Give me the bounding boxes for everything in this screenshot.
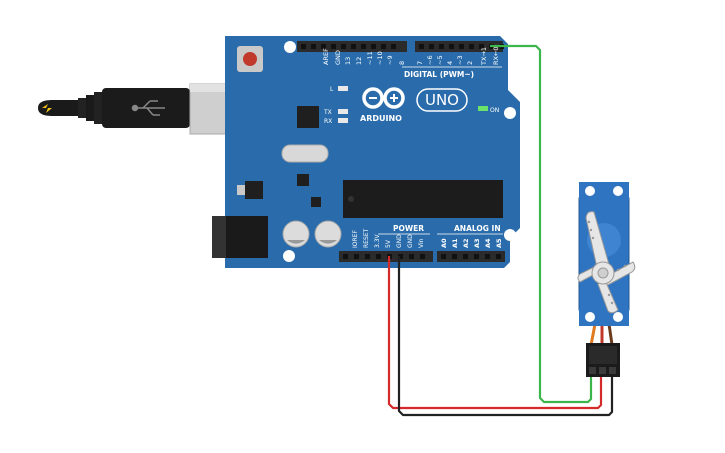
digital-pin-label: AREF xyxy=(322,48,330,65)
digital-pin-label: RX←0 xyxy=(492,46,500,65)
header-pin[interactable] xyxy=(474,254,479,259)
voltage-regulator xyxy=(245,181,263,199)
header-pin[interactable] xyxy=(371,44,376,49)
power-pin-label: Vin xyxy=(418,238,425,248)
led-rx-label: RX xyxy=(324,118,332,125)
header-pin[interactable] xyxy=(341,44,346,49)
digital-pin-label: 8 xyxy=(398,61,406,65)
crystal-oscillator xyxy=(281,144,329,163)
signal-wire[interactable] xyxy=(490,44,593,404)
smd-component xyxy=(311,197,321,207)
header-pin[interactable] xyxy=(439,44,444,49)
header-pin[interactable] xyxy=(485,254,490,259)
digital-pin-label: 12 xyxy=(355,57,363,65)
usb-chip xyxy=(297,106,319,128)
led-rx xyxy=(338,118,348,123)
header-pin[interactable] xyxy=(301,44,306,49)
mounting-hole xyxy=(504,107,516,119)
power-wire[interactable] xyxy=(387,256,603,410)
servo-motor xyxy=(577,182,636,377)
servo-horn[interactable] xyxy=(577,211,636,314)
led-tx xyxy=(338,109,348,114)
arduino-logo xyxy=(362,87,405,109)
digital-pin-label: ~11 xyxy=(366,51,374,65)
digital-pin-label: ~5 xyxy=(436,55,444,65)
analog-pin-label: A2 xyxy=(462,238,470,248)
digital-pin-label: 13 xyxy=(344,57,352,65)
digital-pin-label: TX→1 xyxy=(480,47,488,66)
analog-pin-label: A1 xyxy=(451,238,459,248)
power-pin-label: RESET xyxy=(363,228,370,248)
header-pin[interactable] xyxy=(398,254,403,259)
header-pin[interactable] xyxy=(469,44,474,49)
digital-pin-label: GND xyxy=(334,50,342,65)
analog-pin-label: A4 xyxy=(484,238,492,248)
small-chip xyxy=(297,174,309,186)
header-pin[interactable] xyxy=(441,254,446,259)
usb-icon xyxy=(131,100,165,116)
header-pin[interactable] xyxy=(361,44,366,49)
digital-pin-label: 2 xyxy=(466,61,474,65)
header-pin[interactable] xyxy=(381,44,386,49)
led-on-label: ON xyxy=(490,107,499,114)
header-pin[interactable] xyxy=(429,44,434,49)
header-pin[interactable] xyxy=(459,44,464,49)
wires xyxy=(387,44,614,417)
header-pin[interactable] xyxy=(409,254,414,259)
led-l xyxy=(338,86,348,91)
mounting-hole xyxy=(284,41,296,53)
led-on xyxy=(478,106,488,111)
digital-pin-label: 7 xyxy=(416,61,424,65)
header-pin[interactable] xyxy=(331,44,336,49)
digital-header-label: DIGITAL (PWM~) xyxy=(404,70,474,79)
header-pin[interactable] xyxy=(479,44,484,49)
analog-pin-label: A0 xyxy=(440,238,448,248)
digital-pin-label: 4 xyxy=(446,61,454,65)
header-pin[interactable] xyxy=(311,44,316,49)
header-pin[interactable] xyxy=(391,44,396,49)
brand-label: ARDUINO xyxy=(360,114,402,123)
header-pin[interactable] xyxy=(463,254,468,259)
header-pin[interactable] xyxy=(419,44,424,49)
power-pin-label: GND xyxy=(396,234,403,248)
model-badge xyxy=(416,88,468,112)
header-pin[interactable] xyxy=(321,44,326,49)
header-pin[interactable] xyxy=(351,44,356,49)
analog-pin-label: A3 xyxy=(473,238,481,248)
digital-pin-label: ~6 xyxy=(426,55,434,65)
header-pin[interactable] xyxy=(452,254,457,259)
microcontroller-chip xyxy=(343,180,503,218)
lightning-icon xyxy=(42,104,52,113)
capacitor xyxy=(314,220,342,248)
header-pin[interactable] xyxy=(365,254,370,259)
digital-pin-label: ~3 xyxy=(456,55,464,65)
digital-pin-label: ~9 xyxy=(386,55,394,65)
power-pin-label: IOREF xyxy=(352,230,359,248)
power-pin-label: 3.3V xyxy=(374,233,381,248)
power-pin-label: 5V xyxy=(385,239,392,248)
analog-label: ANALOG IN xyxy=(454,224,501,233)
led-l-label: L xyxy=(330,86,334,93)
dc-barrel-jack xyxy=(212,216,268,258)
header-pin[interactable] xyxy=(420,254,425,259)
ground-wire[interactable] xyxy=(397,256,614,417)
mounting-hole xyxy=(283,250,295,262)
power-label: POWER xyxy=(393,224,424,233)
digital-pin-label: ~10 xyxy=(376,51,384,65)
analog-pin-label: A5 xyxy=(495,238,503,248)
header-pin[interactable] xyxy=(449,44,454,49)
header-pin[interactable] xyxy=(354,254,359,259)
header-pin[interactable] xyxy=(376,254,381,259)
analog-header xyxy=(437,251,505,262)
mounting-hole xyxy=(504,229,516,241)
power-pin-label: GND xyxy=(407,234,414,248)
model-label: UNO xyxy=(425,91,459,109)
header-pin[interactable] xyxy=(343,254,348,259)
header-pin[interactable] xyxy=(496,254,501,259)
capacitor xyxy=(282,220,310,248)
power-header xyxy=(339,251,433,262)
led-tx-label: TX xyxy=(323,109,332,116)
